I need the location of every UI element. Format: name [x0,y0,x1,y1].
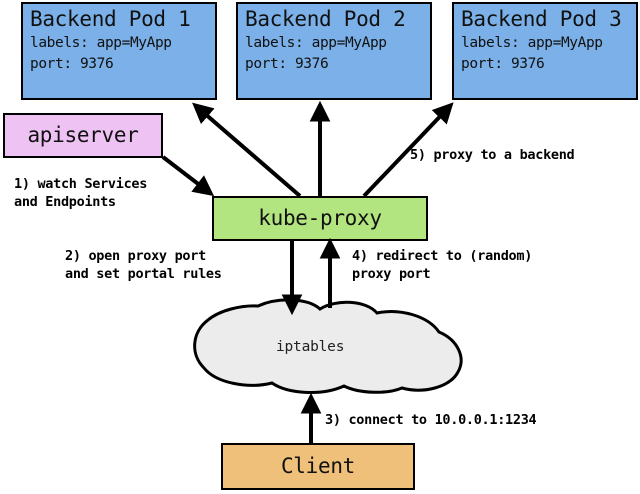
step-4-annotation: 4) redirect to (random)proxy port [352,248,532,284]
backend-pod-2-labels: labels: app=MyApp [245,35,387,52]
backend-pod-2-box: Backend Pod 2 labels: app=MyApp port: 93… [236,2,432,100]
backend-pod-3-title: Backend Pod 3 [461,7,622,31]
apiserver-label: apiserver [27,123,139,148]
backend-pod-1-port: port: 9376 [30,55,114,72]
arrow-kubeproxy-to-pod-1 [192,102,302,198]
backend-pod-1-box: Backend Pod 1 labels: app=MyApp port: 93… [21,2,217,100]
step-3-annotation: 3) connect to 10.0.0.1:1234 [325,412,537,430]
client-label: Client [280,454,356,479]
backend-pod-3-labels: labels: app=MyApp [461,35,603,52]
backend-pod-3-port: port: 9376 [461,55,545,72]
backend-pod-3-box: Backend Pod 3 labels: app=MyApp port: 93… [452,2,638,100]
arrow-apiserver-to-kubeproxy [161,155,215,197]
step-5-line-1: 5) proxy to a backend [410,147,575,163]
iptables-label: iptables [276,339,345,355]
backend-pod-1-labels: labels: app=MyApp [30,35,172,52]
kube-proxy-box: kube-proxy [212,196,428,241]
step-3-line-1: 3) connect to 10.0.0.1:1234 [325,412,537,428]
step-5-annotation: 5) proxy to a backend [410,147,575,165]
step-2-line-1: 2) open proxy port [65,248,206,264]
step-2-line-2: and set portal rules [65,265,222,282]
step-4-line-2: proxy port [352,265,431,282]
backend-pod-1-title: Backend Pod 1 [30,7,191,31]
backend-pod-2-port: port: 9376 [245,55,329,72]
step-1-line-2: and Endpoints [14,193,116,210]
apiserver-box: apiserver [3,113,163,158]
step-1-line-1: 1) watch Services [14,176,148,192]
client-box: Client [221,443,415,490]
backend-pod-2-title: Backend Pod 2 [245,7,406,31]
kube-proxy-label: kube-proxy [258,206,382,231]
step-4-line-1: 4) redirect to (random) [352,248,533,264]
